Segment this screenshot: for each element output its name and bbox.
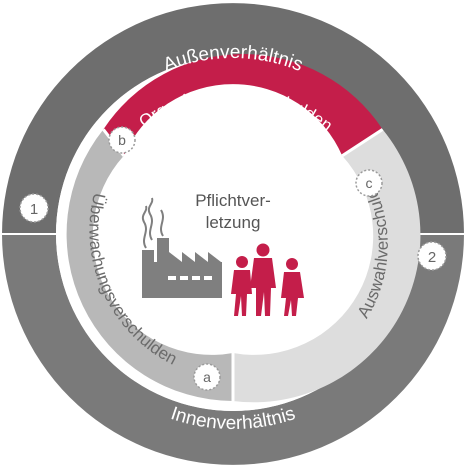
- center-disc: [117, 118, 349, 350]
- segment-organisationsverschulden: [103, 54, 383, 156]
- sep-bc: [341, 128, 384, 158]
- factory-icon: [141, 197, 222, 298]
- badge-a: a: [193, 363, 221, 391]
- badge-2: 2: [417, 241, 447, 271]
- inner-ring: [66, 54, 421, 403]
- center-line-1: Pflichtver-: [195, 191, 271, 210]
- people-icon: [231, 243, 304, 316]
- svg-text:1: 1: [30, 201, 38, 218]
- badge-1: 1: [19, 193, 49, 223]
- center-line-2: letzung: [206, 213, 261, 232]
- svg-text:a: a: [203, 369, 211, 385]
- segment-ueberwachungsverschulden: [66, 129, 233, 401]
- badge-c: c: [355, 169, 383, 197]
- segment-auswahlverschulden: [233, 129, 421, 403]
- outer-ring-bottom: [2, 234, 464, 465]
- badge-b: b: [108, 126, 136, 154]
- svg-text:c: c: [366, 175, 373, 191]
- svg-text:2: 2: [428, 249, 436, 266]
- outer-ring-top: [2, 3, 464, 235]
- svg-text:b: b: [118, 132, 126, 148]
